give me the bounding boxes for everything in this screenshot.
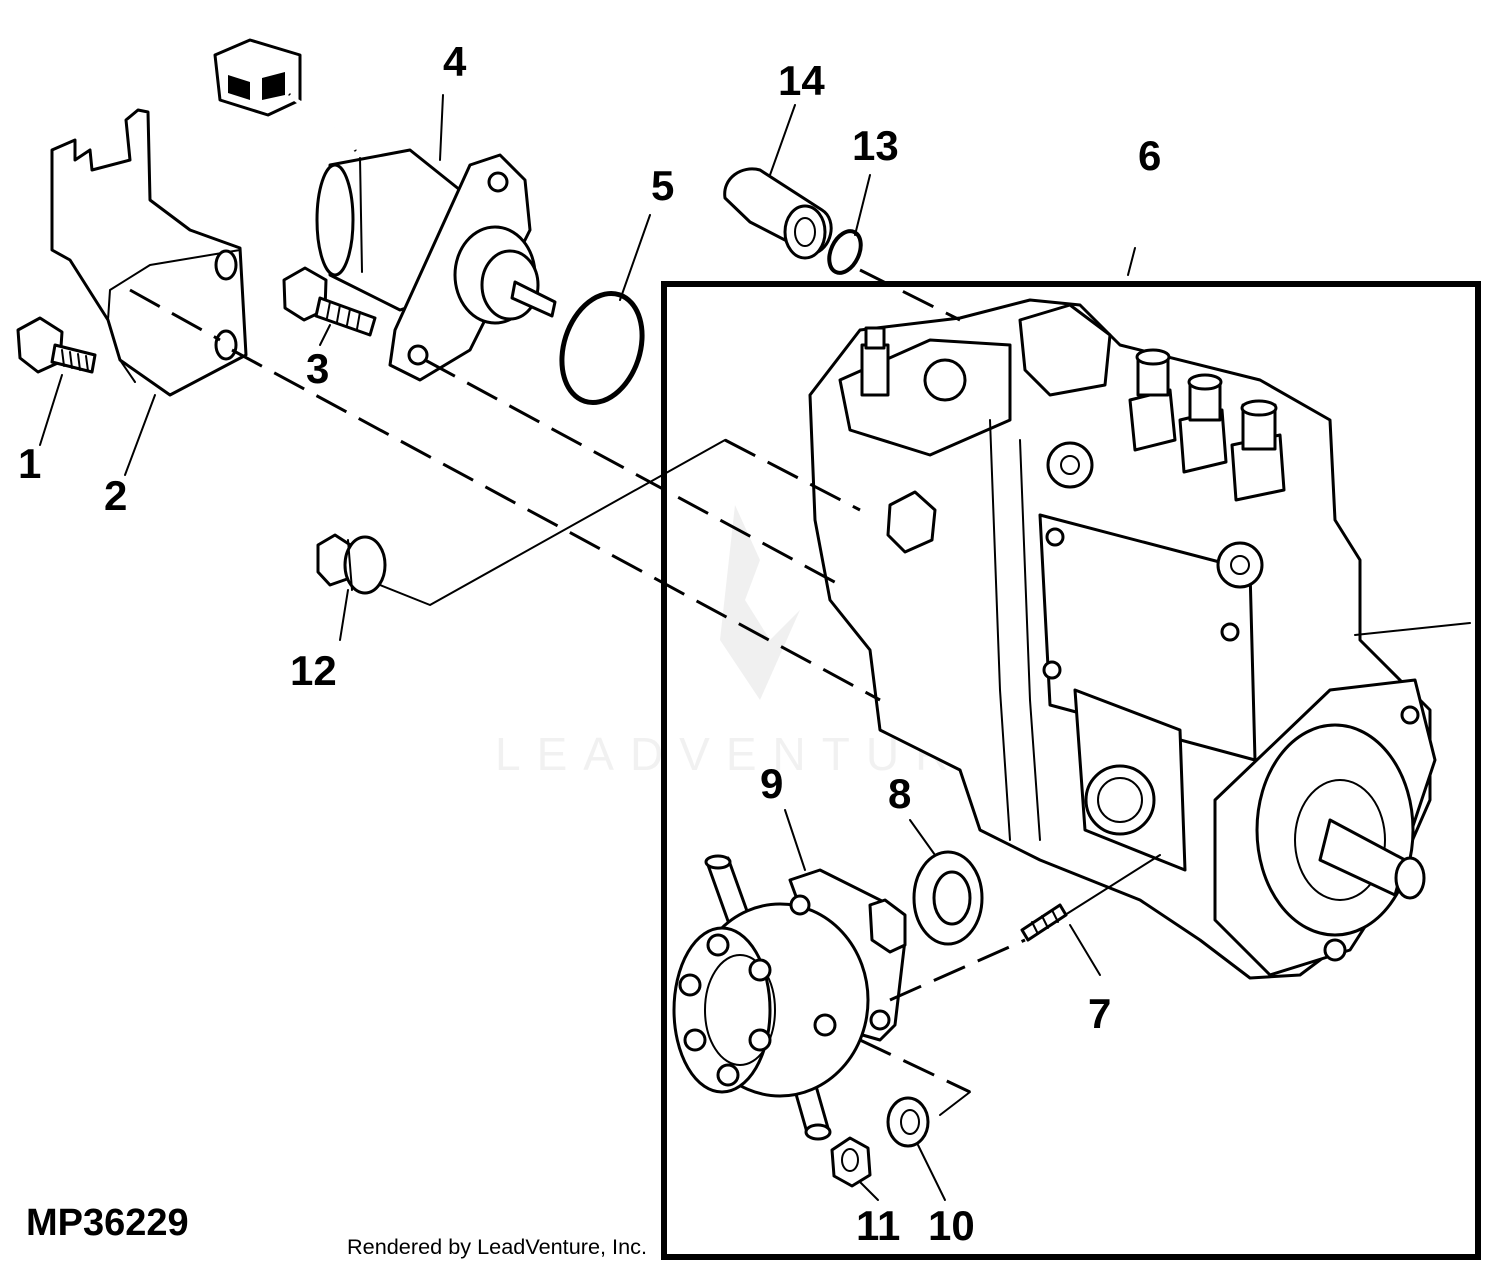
fuel-shutoff-solenoid bbox=[213, 38, 557, 382]
callout-8: 8 bbox=[888, 770, 911, 817]
leader-lines bbox=[39, 94, 1101, 1201]
pump-assembly-frame bbox=[661, 281, 1481, 1260]
callout-10: 10 bbox=[928, 1202, 975, 1249]
callout-6: 6 bbox=[1138, 132, 1161, 179]
injection-pump bbox=[808, 247, 1471, 980]
delivery-valve-3 bbox=[1230, 399, 1286, 502]
callout-2: 2 bbox=[104, 472, 127, 519]
delivery-valve-2 bbox=[1178, 373, 1228, 474]
assembly-lines bbox=[129, 268, 1161, 1116]
callout-11: 11 bbox=[856, 1202, 900, 1249]
bolt-part-3 bbox=[282, 266, 377, 337]
callout-7: 7 bbox=[1088, 990, 1111, 1037]
o-ring-part-13 bbox=[827, 229, 863, 275]
delivery-valve-1 bbox=[1128, 348, 1177, 452]
diagram-code: MP36229 bbox=[26, 1202, 189, 1244]
callout-5: 5 bbox=[651, 162, 674, 209]
render-credit: Rendered by LeadVenture, Inc. bbox=[347, 1236, 647, 1259]
stud-part-7 bbox=[1020, 903, 1068, 942]
callout-3: 3 bbox=[306, 345, 329, 392]
bracket bbox=[50, 108, 248, 397]
feed-pump-part-9 bbox=[672, 854, 907, 1141]
callout-1: 1 bbox=[18, 440, 41, 487]
callout-13: 13 bbox=[852, 122, 899, 169]
lock-washer-part-10 bbox=[886, 1096, 930, 1148]
plug-part-12 bbox=[316, 533, 387, 595]
nut-part-11 bbox=[830, 1136, 872, 1188]
callout-4: 4 bbox=[443, 38, 467, 85]
callout-9: 9 bbox=[760, 760, 783, 807]
o-ring-part-5 bbox=[559, 290, 645, 406]
callout-12: 12 bbox=[290, 647, 337, 694]
sleeve-part-14 bbox=[723, 167, 833, 260]
bolt-part-1 bbox=[16, 316, 97, 374]
gasket-part-8 bbox=[912, 850, 984, 946]
callout-14: 14 bbox=[778, 57, 825, 104]
callout-labels: 1 2 3 4 5 6 7 8 9 10 11 12 13 14 bbox=[18, 38, 1161, 1249]
